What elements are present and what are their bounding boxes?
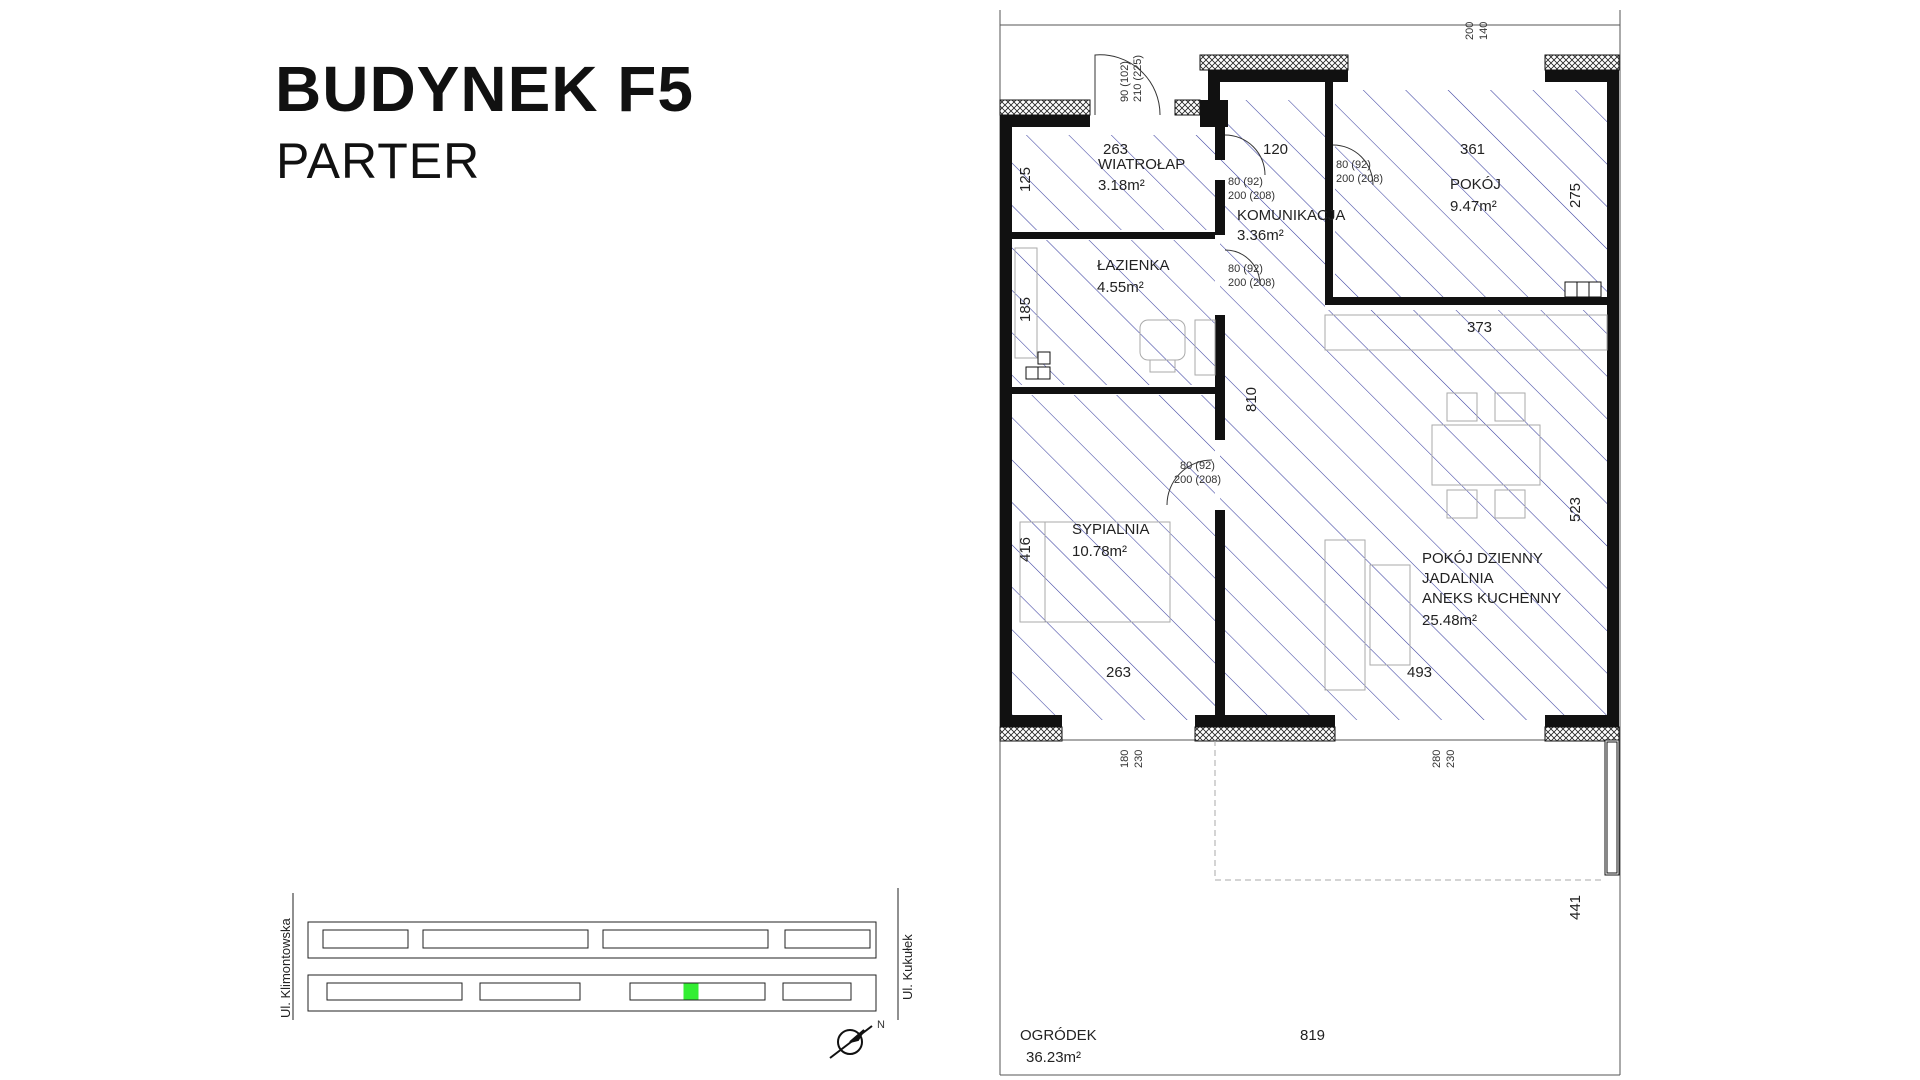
- door-4-width: 80 (92): [1180, 460, 1215, 472]
- dim-523: 523: [1567, 497, 1584, 522]
- furniture: [1014, 247, 1608, 881]
- dim-180: 180: [1119, 750, 1131, 768]
- room-name-sypialnia: SYPIALNIA: [1072, 521, 1150, 538]
- room-labels: WIATROŁAP 3.18m² KOMUNIKACJA 3.36m² POKÓ…: [1020, 156, 1561, 1066]
- door-4-height: 200 (208): [1174, 474, 1221, 486]
- site-row-top: [322, 929, 871, 949]
- door-3-width: 80 (92): [1228, 263, 1263, 275]
- room-area-ogrodek: 36.23m²: [1026, 1049, 1081, 1066]
- dim-140: 140: [1478, 22, 1490, 40]
- door-2-width: 80 (92): [1336, 159, 1371, 171]
- door-3-height: 200 (208): [1228, 277, 1275, 289]
- dim-200: 200: [1464, 22, 1476, 40]
- dimensions: 263 120 361 373 263 493 819 125 275 185 …: [1017, 22, 1584, 1044]
- door-2-height: 200 (208): [1336, 173, 1383, 185]
- door-entry-width: 90 (102): [1119, 61, 1131, 102]
- dim-275: 275: [1567, 183, 1584, 208]
- dim-125: 125: [1017, 167, 1034, 192]
- room-area-komunikacja: 3.36m²: [1237, 227, 1284, 244]
- dim-810: 810: [1243, 387, 1260, 412]
- room-name-living-3: ANEKS KUCHENNY: [1422, 590, 1561, 607]
- room-name-komunikacja: KOMUNIKACJA: [1237, 207, 1345, 224]
- room-name-wiatrolap: WIATROŁAP: [1098, 156, 1185, 173]
- street-right-label: Ul. Kukułek: [900, 934, 915, 1000]
- room-name-living-1: POKÓJ DZIENNY: [1422, 550, 1543, 567]
- dim-280: 280: [1431, 750, 1443, 768]
- door-1-width: 80 (92): [1228, 176, 1263, 188]
- ventilation-shafts: [1025, 281, 1602, 380]
- room-area-pokoj: 9.47m²: [1450, 198, 1497, 215]
- room-name-pokoj: POKÓJ: [1450, 176, 1501, 193]
- dim-416: 416: [1017, 537, 1034, 562]
- compass-icon: [829, 1025, 873, 1059]
- walls: [1000, 70, 1619, 727]
- room-name-ogrodek: OGRÓDEK: [1020, 1027, 1097, 1044]
- room-area-wiatrolap: 3.18m²: [1098, 177, 1145, 194]
- dim-185: 185: [1017, 297, 1034, 322]
- wall-hatch: [999, 54, 1620, 876]
- building-title: BUDYNEK F5: [275, 53, 694, 125]
- dim-263-bottom: 263: [1106, 664, 1131, 681]
- dim-373: 373: [1467, 319, 1492, 336]
- dim-361: 361: [1460, 141, 1485, 158]
- floor-subtitle: PARTER: [276, 133, 481, 189]
- building-f5-highlight: [683, 983, 699, 1000]
- compass-label: N: [877, 1019, 885, 1031]
- site-map: [292, 888, 899, 1020]
- interior-hatch: [1012, 90, 1607, 720]
- dim-230-b: 230: [1445, 750, 1457, 768]
- door-swings: [1094, 54, 1374, 506]
- dim-120: 120: [1263, 141, 1288, 158]
- room-name-lazienka: ŁAZIENKA: [1097, 257, 1170, 274]
- dim-263-top: 263: [1103, 141, 1128, 158]
- room-area-sypialnia: 10.78m²: [1072, 543, 1127, 560]
- door-entry-height: 210 (225): [1132, 55, 1144, 102]
- room-area-living: 25.48m²: [1422, 612, 1477, 629]
- site-row-bottom: [326, 982, 852, 1001]
- door-1-height: 200 (208): [1228, 190, 1275, 202]
- street-left-label: Ul. Klimontowska: [278, 918, 293, 1018]
- dim-230-a: 230: [1133, 750, 1145, 768]
- dim-493: 493: [1407, 664, 1432, 681]
- door-labels: 90 (102) 210 (225) 80 (92) 200 (208) 80 …: [1119, 55, 1383, 486]
- dim-441: 441: [1567, 895, 1584, 920]
- dim-819: 819: [1300, 1027, 1325, 1044]
- room-name-living-2: JADALNIA: [1422, 570, 1494, 587]
- room-area-lazienka: 4.55m²: [1097, 279, 1144, 296]
